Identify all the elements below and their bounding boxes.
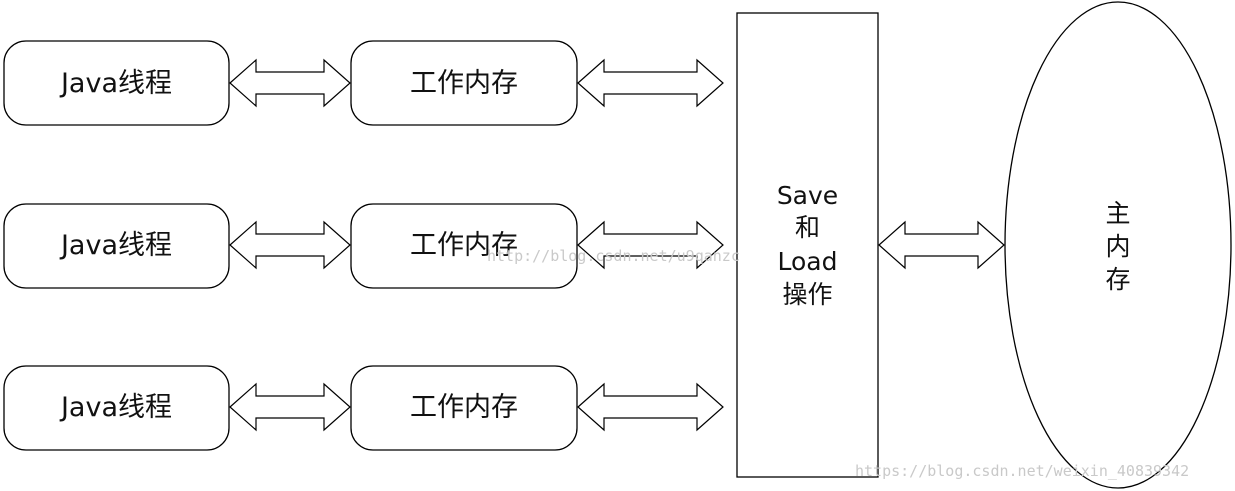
watermark-1: http://blog.csdn.net/u9qanzc — [487, 247, 740, 265]
java-thread-box-1 — [3, 40, 230, 126]
working-memory-box-3 — [350, 365, 578, 451]
main-memory-line-1: 主 — [1105, 199, 1130, 228]
working-memory-label-1: 工作内存 — [410, 68, 518, 99]
working-memory-box-2 — [350, 203, 578, 289]
java-thread-label-2: Java线程 — [59, 230, 172, 261]
working-memory-label-2: 工作内存 — [410, 230, 518, 261]
java-thread-label-1: Java线程 — [59, 68, 172, 99]
main-memory-line-2: 内 — [1105, 232, 1130, 261]
saveload-mainmemory-arrow — [878, 220, 1005, 270]
main-memory-ellipse — [1004, 1, 1232, 489]
save-load-line-2: 和 — [795, 213, 820, 242]
working-memory-label-3: 工作内存 — [410, 392, 518, 423]
java-thread-box-2 — [3, 203, 230, 289]
thread-memory-arrow-1 — [229, 58, 351, 108]
memory-saveload-arrow-1 — [577, 58, 724, 108]
main-memory-line-3: 存 — [1105, 265, 1130, 294]
java-thread-box-3 — [3, 365, 230, 451]
working-memory-box-1 — [350, 40, 578, 126]
save-load-box — [736, 12, 879, 478]
watermark-2: https://blog.csdn.net/weixin_40839342 — [855, 462, 1189, 480]
arrows-layer — [229, 58, 1005, 432]
save-load-line-1: Save — [777, 181, 838, 210]
save-load-line-3: Load — [778, 247, 838, 276]
memory-saveload-arrow-2 — [577, 220, 724, 270]
thread-memory-arrow-3 — [229, 382, 351, 432]
save-load-line-4: 操作 — [782, 280, 832, 309]
thread-memory-arrow-2 — [229, 220, 351, 270]
memory-saveload-arrow-3 — [577, 382, 724, 432]
java-thread-label-3: Java线程 — [59, 392, 172, 423]
